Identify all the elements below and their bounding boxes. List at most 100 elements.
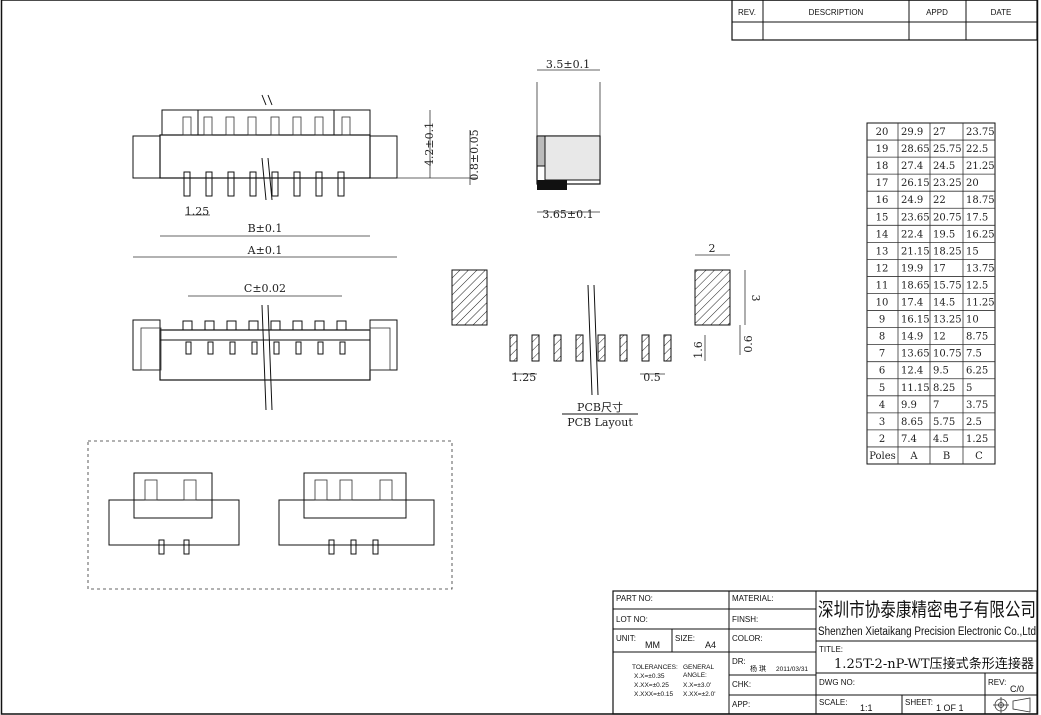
table-cell: 18.25 — [933, 246, 962, 257]
date-header: DATE — [991, 8, 1012, 17]
table-cell: 22.5 — [966, 144, 988, 155]
table-cell: 17 — [933, 263, 946, 274]
description-header: DESCRIPTION — [809, 8, 864, 17]
part-no-label: PART NO: — [616, 594, 653, 603]
table-cell: 2 — [879, 434, 885, 445]
table-cell: 16.25 — [966, 229, 995, 240]
table-cell: 15 — [876, 212, 889, 223]
pcb-title-en: PCB Layout — [567, 416, 633, 429]
dr-name: 杨 琪 — [750, 664, 766, 673]
table-cell: 14 — [876, 229, 889, 240]
table-footer-cell: B — [943, 451, 950, 462]
table-cell: 20.75 — [933, 212, 962, 223]
table-cell: 28.65 — [901, 144, 930, 155]
table-cell: 13.25 — [933, 315, 962, 326]
revision-block: REV. DESCRIPTION APPD DATE — [731, 0, 1038, 41]
table-cell: 16.15 — [901, 315, 930, 326]
table-cell: 10.75 — [933, 349, 962, 360]
scale-value: 1:1 — [860, 703, 873, 713]
pcb-title-cn: PCB尺寸 — [577, 400, 623, 414]
sheet-label: SHEET: — [905, 698, 933, 707]
title-block: PART NO: LOT NO: UNIT: MM SIZE: A4 TOLER… — [612, 590, 1038, 715]
color-label: COLOR: — [732, 634, 763, 643]
table-cell: 25.75 — [933, 144, 962, 155]
material-label: MATERIAL: — [732, 594, 774, 603]
table-cell: 18 — [876, 161, 889, 172]
company-name-cn: 深圳市协泰康精密电子有限公司 — [818, 599, 1036, 621]
table-cell: 22.4 — [901, 229, 923, 240]
height-dim: 4.2±0.1 — [423, 122, 436, 166]
table-cell: 5.75 — [933, 417, 955, 428]
angle-1: X.X=±3.0' — [683, 682, 711, 689]
unit-value: MM — [645, 640, 660, 650]
dr-date: 2011/03/31 — [776, 666, 808, 673]
pcb-layout: 2 3 1.6 0.6 1.25 0.5 PCB尺寸 PCB Layout — [451, 242, 762, 429]
drawing-title: 1.25T-2-nP-WT压接式条形连接器 — [834, 656, 1034, 672]
size-label: SIZE: — [675, 634, 695, 643]
table-cell: 7.5 — [966, 349, 982, 360]
front-view-top: 1.25 B±0.1 A±0.1 4.2±0.1 0.8±0.05 — [132, 94, 481, 258]
table-cell: 17.4 — [901, 298, 923, 309]
table-cell: 20 — [966, 178, 979, 189]
table-cell: 3 — [879, 417, 885, 428]
pcb-pitch-dim: 1.25 — [512, 371, 537, 384]
angle-2: X.XX=±2.0' — [683, 691, 715, 698]
table-cell: 22 — [933, 195, 946, 206]
rev-value: C/0 — [1010, 684, 1024, 694]
table-cell: 12 — [933, 332, 946, 343]
table-cell: 12.5 — [966, 280, 988, 291]
side-depth-dim: 3.65±0.1 — [542, 208, 593, 221]
table-cell: 12 — [876, 263, 889, 274]
front-view-bottom: C±0.02 — [132, 282, 398, 411]
chk-label: CHK: — [732, 680, 751, 689]
side-width-dim: 3.5±0.1 — [546, 58, 590, 71]
table-cell: 21.15 — [901, 246, 930, 257]
table-cell: 24.5 — [933, 161, 955, 172]
table-cell: 13 — [876, 246, 889, 257]
pitch-dim-top: 1.25 — [185, 205, 210, 218]
side-view: 3.5±0.1 3.65±0.1 — [536, 58, 601, 221]
rev-label: REV: — [988, 678, 1006, 687]
table-cell: 12.4 — [901, 366, 923, 377]
table-cell: 5 — [966, 383, 972, 394]
company-name-en: Shenzhen Xietaikang Precision Electronic… — [818, 626, 1036, 638]
tolerance-1: X.X=±0.35 — [634, 673, 665, 680]
table-cell: 13.65 — [901, 349, 930, 360]
table-cell: 7 — [933, 400, 939, 411]
table-cell: 6.25 — [966, 366, 988, 377]
table-cell: 17 — [876, 178, 889, 189]
table-cell: 8.25 — [933, 383, 955, 394]
dim-b-label: B±0.1 — [248, 222, 283, 235]
table-cell: 6 — [879, 366, 885, 377]
table-cell: 23.65 — [901, 212, 930, 223]
table-cell: 23.25 — [933, 178, 962, 189]
title-label: TITLE: — [819, 645, 843, 654]
table-cell: 16 — [876, 195, 889, 206]
table-cell: 26.15 — [901, 178, 930, 189]
tolerances-label: TOLERANCES: — [632, 664, 678, 671]
table-cell: 8.75 — [966, 332, 988, 343]
pcb-pad-width-dim: 2 — [709, 242, 716, 255]
table-cell: 11 — [876, 280, 889, 291]
angle-label: ANGLE: — [683, 672, 707, 679]
table-cell: 20 — [876, 127, 889, 138]
dr-label: DR: — [732, 657, 746, 666]
table-cell: 9.9 — [901, 400, 917, 411]
table-footer-cell: C — [975, 451, 983, 462]
table-footer-cell: A — [909, 451, 918, 462]
lot-no-label: LOT NO: — [616, 615, 648, 624]
table-cell: 15.75 — [933, 280, 962, 291]
table-cell: 17.5 — [966, 212, 988, 223]
table-cell: 3.75 — [966, 400, 988, 411]
table-cell: 19.5 — [933, 229, 955, 240]
table-cell: 11.25 — [966, 298, 995, 309]
table-cell: 19 — [876, 144, 889, 155]
table-cell: 7 — [879, 349, 885, 360]
pcb-pin-width-dim: 0.5 — [643, 371, 661, 384]
table-cell: 7.4 — [901, 434, 917, 445]
pcb-pin-len-dim: 1.6 — [692, 341, 705, 359]
table-cell: 9.5 — [933, 366, 949, 377]
table-cell: 27 — [933, 127, 946, 138]
sheet-value: 1 OF 1 — [936, 703, 964, 713]
